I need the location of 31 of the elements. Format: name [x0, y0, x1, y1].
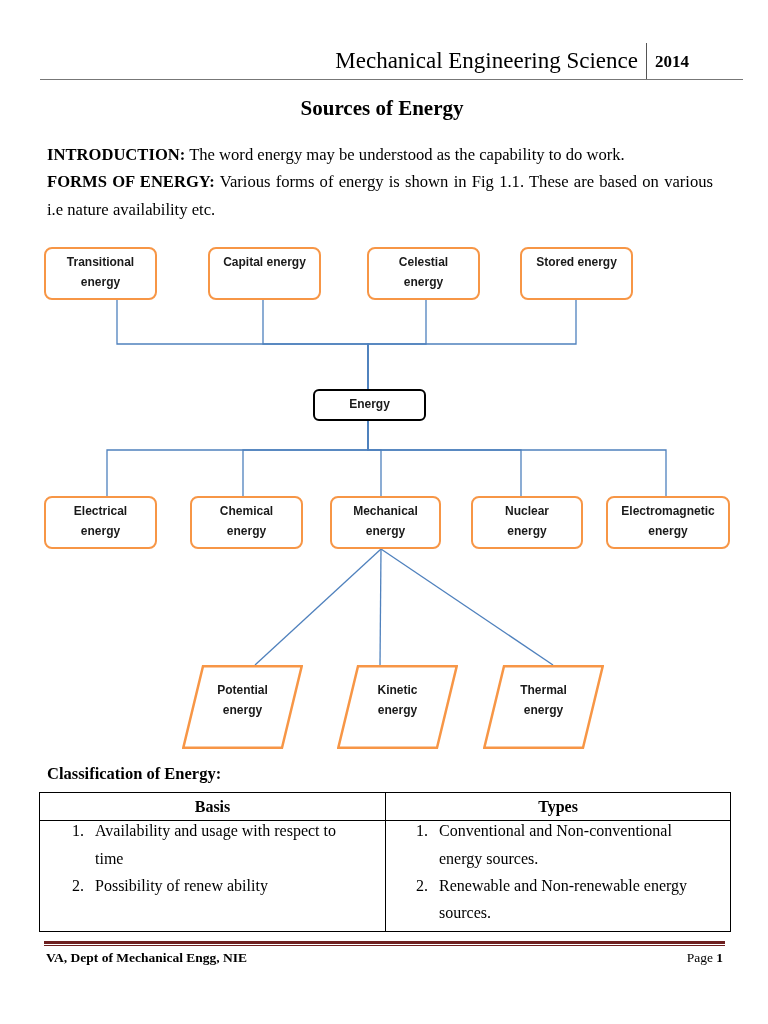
column-header: Types — [538, 798, 578, 815]
parallelogram-box: Thermal energy — [483, 665, 604, 749]
rounded-box: Electrical energy — [44, 496, 157, 549]
header-year: 2014 — [655, 51, 689, 73]
list-item: 1. Availability and usage with respect to time — [72, 821, 337, 869]
connector-line — [367, 299, 577, 390]
header-title: Mechanical Engineering Science — [335, 47, 638, 75]
intro-paragraph: INTRODUCTION: The word energy may be understood as the capability to do work. — [47, 144, 625, 166]
parallelogram-box: Potential energy — [182, 665, 303, 749]
body-paragraph: FORMS OF ENERGY: Various forms of energy is shown in Fig 1.1. These are based on various i.e nature availability etc. — [47, 171, 713, 221]
connector-line — [379, 548, 382, 666]
connector-line — [254, 548, 382, 666]
list-item: 1. Conventional and Non-conventional energy sources. — [416, 821, 673, 870]
rounded-box: Transitional energy — [44, 247, 157, 300]
rounded-box: Mechanical energy — [330, 496, 441, 549]
page-number: Page 1 — [686, 949, 723, 966]
rounded-box: Chemical energy — [190, 496, 303, 549]
column-header: Basis — [194, 798, 231, 815]
rounded-box: Celestial energy — [367, 247, 480, 300]
rounded-box: Stored energy — [520, 247, 633, 300]
list-item: 2. Possibility of renew ability — [72, 875, 269, 897]
parallelogram-box: Kinetic energy — [337, 665, 458, 749]
section-heading: Classification of Energy: — [47, 764, 222, 784]
rounded-box: Capital energy — [208, 247, 321, 300]
footer-text: VA, Dept of Mechanical Engg, NIE — [46, 949, 248, 966]
rounded-box: Nuclear energy — [471, 496, 583, 549]
list-item: 2. Renewable and Non-renewable energy sources. — [416, 875, 689, 924]
page-title: Sources of Energy — [300, 96, 464, 120]
connector-line — [380, 548, 554, 666]
root-box: Energy — [313, 389, 426, 421]
rounded-box: Electromagnetic energy — [606, 496, 730, 549]
